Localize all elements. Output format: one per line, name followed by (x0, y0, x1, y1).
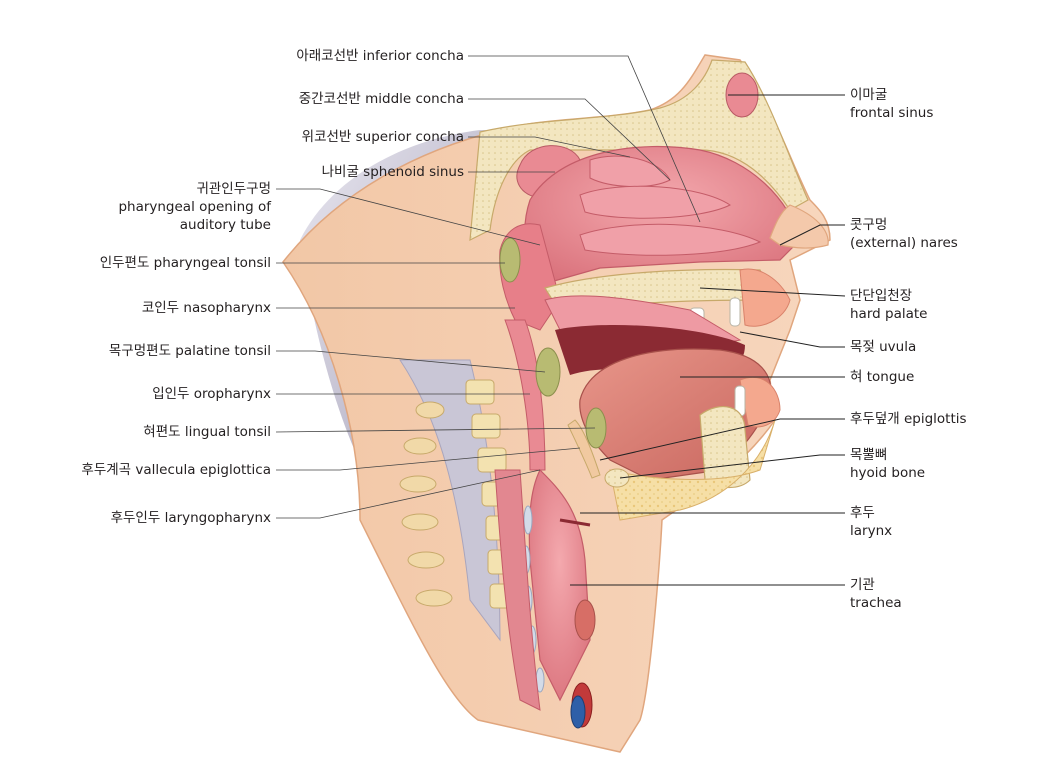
label-text: frontal sinus (850, 105, 934, 121)
label-tongue: 혀 tongue (850, 368, 914, 386)
lower-lip (739, 376, 781, 428)
label-hyoid-bone: 목뿔뼈 hyoid bone (850, 446, 925, 482)
hyoid-bone-shape (604, 468, 630, 488)
label-palatine-tonsil: 목구멍편도 palatine tonsil (109, 342, 271, 360)
esophagus (494, 469, 541, 711)
label-text: 목뿔뼈 (850, 447, 888, 463)
neck-vessels (570, 599, 596, 729)
pharyngeal-tonsil-shape (499, 237, 521, 283)
label-larynx: 후두 larynx (850, 504, 892, 540)
label-text: 콧구멍 (850, 217, 888, 233)
label-trachea: 기관 trachea (850, 576, 902, 612)
label-inferior-concha: 아래코선반 inferior concha (296, 47, 464, 65)
label-hard-palate: 단단입천장 hard palate (850, 287, 927, 323)
label-uvula: 목젖 uvula (850, 338, 916, 356)
label-vallecula: 후두계곡 vallecula epiglottica (81, 461, 271, 479)
label-text: 아래코선반 inferior concha (296, 48, 464, 64)
label-text: 목젖 uvula (850, 339, 917, 355)
nose (769, 204, 829, 249)
label-text: hyoid bone (850, 465, 926, 481)
label-text: 목구멍편도 palatine tonsil (108, 343, 271, 359)
label-laryngopharynx: 후두인두 laryngopharynx (111, 509, 271, 527)
label-text: 인두편도 pharyngeal tonsil (99, 255, 271, 271)
label-text: 기관 (850, 577, 875, 593)
pharynx-wall (504, 319, 546, 471)
label-text: 혀편도 lingual tonsil (143, 424, 271, 440)
label-text: auditory tube (179, 217, 271, 233)
label-text: 단단입천장 (850, 288, 913, 304)
palatine-tonsil-shape (535, 347, 561, 397)
label-epiglottis: 후두덮개 epiglottis (850, 410, 967, 428)
label-text: 후두계곡 vallecula epiglottica (81, 462, 271, 478)
label-text: 혀 tongue (850, 369, 915, 385)
label-nares: 콧구멍 (external) nares (850, 216, 958, 252)
label-text: 후두인두 laryngopharynx (110, 510, 271, 526)
epiglottis-shape (567, 419, 601, 479)
label-text: hard palate (850, 306, 928, 322)
label-text: pharyngeal opening of (118, 199, 271, 215)
label-lingual-tonsil: 혀편도 lingual tonsil (143, 423, 271, 441)
label-sphenoid-sinus: 나비굴 sphenoid sinus (322, 163, 464, 181)
label-text: 후두덮개 epiglottis (850, 411, 967, 427)
label-text: 중간코선반 middle concha (298, 91, 464, 107)
label-nasopharynx: 코인두 nasopharynx (142, 299, 271, 317)
label-text: 귀관인두구멍 (196, 181, 271, 197)
label-frontal-sinus: 이마굴 frontal sinus (850, 86, 933, 122)
label-text: 위코선반 superior concha (301, 129, 464, 145)
label-text: larynx (850, 523, 893, 539)
upper-lip (739, 268, 791, 327)
label-superior-concha: 위코선반 superior concha (302, 128, 464, 146)
label-text: (external) nares (850, 235, 958, 251)
leader-lines-left (275, 55, 701, 519)
leader-lines-right (570, 94, 846, 586)
label-text: 코인두 nasopharynx (141, 300, 271, 316)
label-pharyngeal-opening: 귀관인두구멍 pharyngeal opening of auditory tu… (118, 180, 271, 234)
label-text: 이마굴 (850, 87, 888, 103)
label-middle-concha: 중간코선반 middle concha (299, 90, 464, 108)
nasal-cavity (524, 145, 801, 286)
label-text: 나비굴 sphenoid sinus (321, 164, 464, 180)
label-pharyngeal-tonsil: 인두편도 pharyngeal tonsil (100, 254, 271, 272)
label-text: 입인두 oropharynx (152, 386, 271, 402)
label-text: trachea (850, 595, 902, 611)
label-text: 후두 (850, 505, 875, 521)
label-oropharynx: 입인두 oropharynx (152, 385, 271, 403)
